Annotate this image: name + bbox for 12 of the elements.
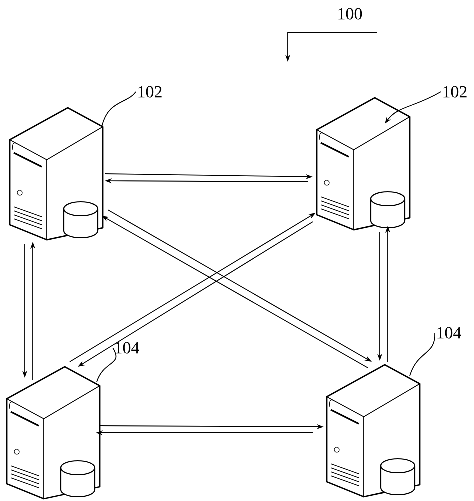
callout-number: 102: [444, 86, 467, 98]
callout-number: 104: [116, 342, 140, 354]
callout-number: 104: [438, 327, 462, 339]
server-drawing: [326, 364, 421, 498]
callout-number: 102: [138, 86, 162, 98]
leader-line: [410, 332, 436, 376]
server-drawing: [316, 97, 411, 231]
leader-line: [102, 92, 136, 128]
leader-line: [96, 348, 117, 382]
callout-number: 100: [338, 8, 362, 20]
server-drawing: [9, 107, 104, 241]
server-drawing: [6, 366, 101, 500]
